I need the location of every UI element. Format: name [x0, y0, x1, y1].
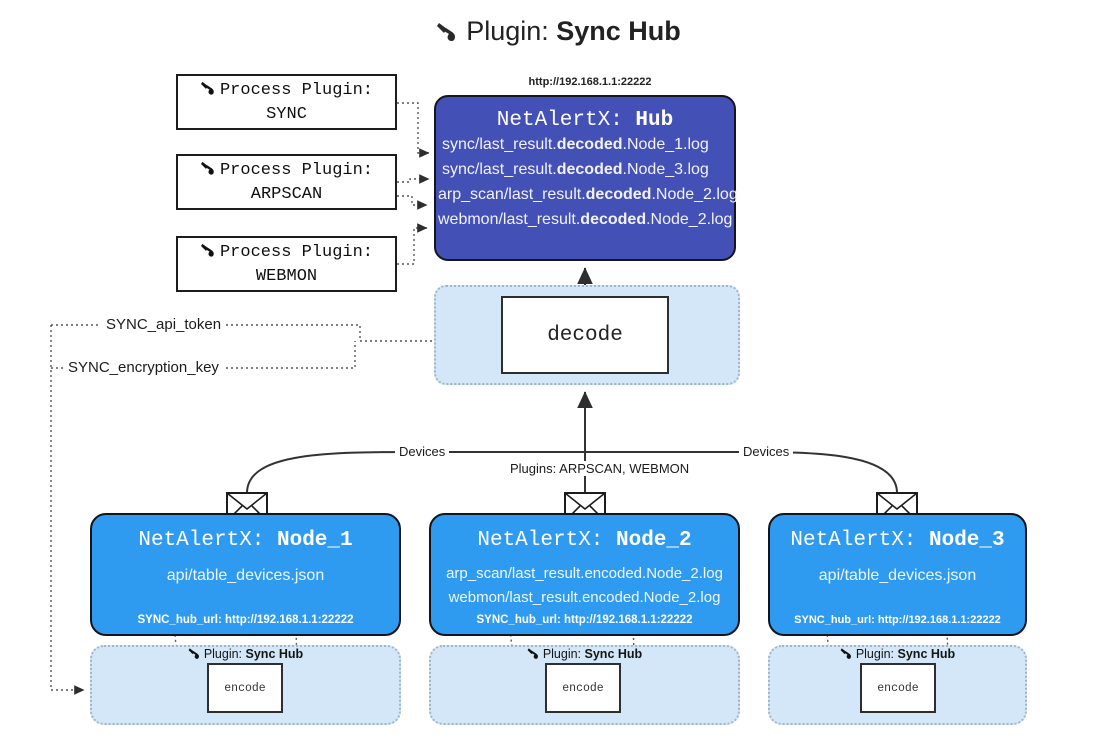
- page-title-name: Sync Hub: [556, 16, 681, 46]
- log-pre: arp_scan/last_result.: [438, 186, 586, 203]
- plug-icon: [188, 648, 203, 663]
- log-pre: sync/last_result.: [442, 161, 557, 178]
- node-card-node-2[interactable]: NetAlertX: Node_2 arp_scan/last_result.e…: [429, 513, 740, 636]
- process-plugin-sync[interactable]: Process Plugin: SYNC: [176, 74, 397, 130]
- hub-card[interactable]: NetAlertX: Hub sync/last_result.decoded.…: [434, 95, 738, 261]
- sync-encryption-key-label: SYNC_encryption_key: [63, 359, 224, 376]
- log-post: .Node_1.log: [622, 136, 709, 153]
- plugin-band-label: Plugin: Sync Hub: [90, 646, 401, 663]
- node-log-line: api/table_devices.json: [166, 567, 325, 584]
- encode-box-node-2[interactable]: encode: [545, 663, 621, 713]
- plugin-band-name: Sync Hub: [897, 647, 956, 661]
- log-post: .Node_2.log: [646, 211, 733, 228]
- process-plugin-label: Process Plugin:: [219, 242, 374, 262]
- node-hub-url: SYNC_hub_url: http://192.168.1.1:22222: [476, 614, 693, 626]
- plug-icon: [436, 19, 462, 50]
- plugin-band-name: Sync Hub: [245, 647, 304, 661]
- node-card-node-1[interactable]: NetAlertX: Node_1 api/table_devices.json…: [90, 513, 401, 636]
- node-title-prefix: NetAlertX:: [477, 529, 616, 552]
- hub-log-line: webmon/last_result.decoded.Node_2.log: [436, 207, 734, 232]
- edge-label-devices-left: Devices: [395, 444, 450, 459]
- node-title-name: Node_1: [277, 529, 353, 552]
- edge-label-devices-right: Devices: [739, 444, 794, 459]
- plugin-band-prefix: Plugin:: [855, 647, 898, 661]
- node-log-line: api/table_devices.json: [818, 567, 977, 584]
- log-em: decoded: [556, 161, 623, 178]
- page-title-prefix: Plugin:: [466, 16, 557, 46]
- hub-log-line: sync/last_result.decoded.Node_1.log: [436, 132, 734, 157]
- process-plugin-name: ARPSCAN: [250, 184, 323, 204]
- node-log-line: webmon/last_result.encoded.Node_2.log: [448, 589, 721, 606]
- hub-log-line: arp_scan/last_result.decoded.Node_2.log: [436, 182, 738, 207]
- plug-icon: [200, 161, 219, 182]
- node-title-name: Node_2: [616, 529, 692, 552]
- hub-log-line: sync/last_result.decoded.Node_3.log: [436, 157, 734, 182]
- plugin-band-label: Plugin: Sync Hub: [768, 646, 1027, 663]
- hub-title: NetAlertX: Hub: [436, 109, 734, 132]
- plug-icon: [527, 648, 542, 663]
- hub-title-prefix: NetAlertX:: [496, 109, 636, 132]
- plugin-band-label: Plugin: Sync Hub: [429, 646, 740, 663]
- log-em: decoded: [556, 136, 623, 153]
- process-plugin-webmon[interactable]: Process Plugin: WEBMON: [176, 236, 397, 292]
- node-title: NetAlertX: Node_1: [92, 529, 399, 552]
- node-title-prefix: NetAlertX:: [138, 529, 277, 552]
- plugin-band-name: Sync Hub: [584, 647, 643, 661]
- node-title-name: Node_3: [929, 529, 1005, 552]
- plug-icon: [840, 648, 855, 663]
- process-plugin-name: SYNC: [266, 104, 307, 124]
- log-pre: sync/last_result.: [442, 136, 557, 153]
- page-title: Plugin: Sync Hub: [0, 16, 1117, 50]
- log-em: decoded: [585, 186, 652, 203]
- decode-box[interactable]: decode: [501, 296, 669, 374]
- hub-title-name: Hub: [635, 109, 674, 132]
- plugin-band-prefix: Plugin:: [203, 647, 246, 661]
- node-log-line: arp_scan/last_result.encoded.Node_2.log: [446, 565, 723, 582]
- node-title: NetAlertX: Node_3: [770, 529, 1025, 552]
- hub-url-label: http://192.168.1.1:22222: [528, 76, 652, 88]
- node-card-node-3[interactable]: NetAlertX: Node_3 api/table_devices.json…: [768, 513, 1027, 636]
- log-em: decoded: [580, 211, 647, 228]
- node-title: NetAlertX: Node_2: [431, 529, 738, 552]
- encode-box-node-1[interactable]: encode: [207, 663, 283, 713]
- plug-icon: [200, 243, 219, 264]
- process-plugin-label: Process Plugin:: [219, 80, 374, 100]
- log-post: .Node_2.log: [651, 186, 738, 203]
- plug-icon: [200, 81, 219, 102]
- node-hub-url: SYNC_hub_url: http://192.168.1.1:22222: [137, 614, 354, 626]
- node-title-prefix: NetAlertX:: [790, 529, 929, 552]
- encode-box-node-3[interactable]: encode: [860, 663, 936, 713]
- log-pre: webmon/last_result.: [438, 211, 581, 228]
- process-plugin-label: Process Plugin:: [219, 160, 374, 180]
- node-hub-url: SYNC_hub_url: http://192.168.1.1:22222: [794, 614, 1001, 626]
- process-plugin-arpscan[interactable]: Process Plugin: ARPSCAN: [176, 154, 397, 210]
- edge-label-plugins: Plugins: ARPSCAN, WEBMON: [506, 461, 694, 476]
- plugin-band-prefix: Plugin:: [542, 647, 585, 661]
- sync-api-token-label: SYNC_api_token: [101, 316, 227, 333]
- log-post: .Node_3.log: [622, 161, 709, 178]
- process-plugin-name: WEBMON: [255, 266, 318, 286]
